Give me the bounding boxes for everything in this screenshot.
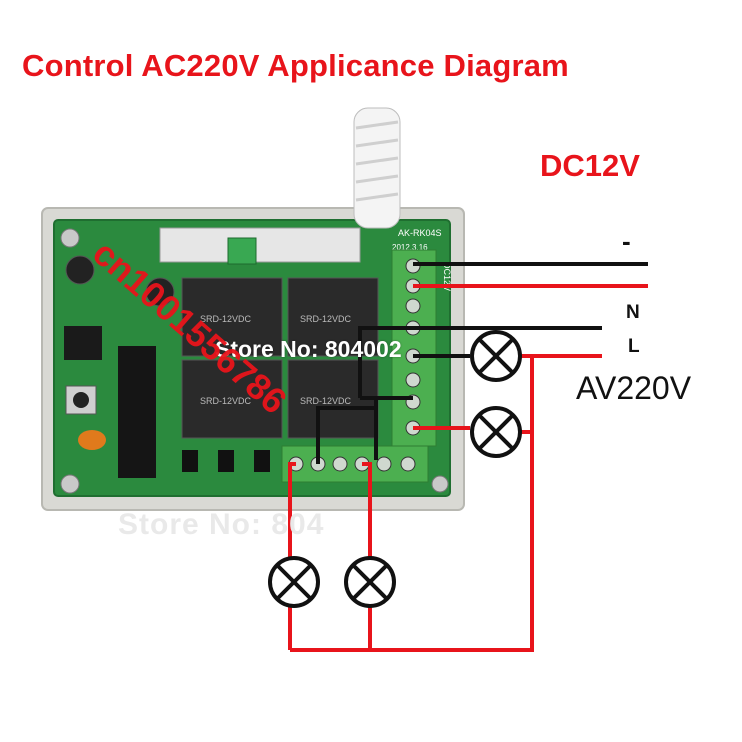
relay-label: SRD-12VDC — [300, 396, 352, 406]
dc-voltage-label: DC12V — [540, 148, 640, 183]
lamp-icon — [470, 330, 522, 382]
relay-label: SRD-12VDC — [200, 314, 252, 324]
store-watermark: Store No: 804002 — [215, 336, 402, 362]
screw-icon — [60, 474, 80, 494]
store-watermark-faded: Store No: 804 — [118, 508, 325, 541]
lamp-icon — [470, 406, 522, 458]
dc-minus-label: - — [622, 226, 631, 256]
relay-label: SRD-12VDC — [200, 396, 252, 406]
ac-voltage-label: AV220V — [576, 370, 692, 406]
wire-neutral — [358, 326, 602, 398]
pushbutton-cap — [73, 392, 89, 408]
lamp-icon — [268, 556, 320, 608]
ic-chip-small — [64, 326, 102, 360]
live-label: L — [628, 336, 640, 357]
screw-icon — [60, 228, 80, 248]
wire-out-lamp-bm — [362, 462, 372, 560]
relay-label: SRD-12VDC — [300, 314, 352, 324]
rf-module — [159, 227, 361, 263]
antenna-icon — [353, 107, 401, 229]
wire-live — [290, 354, 602, 652]
neutral-label: N — [626, 302, 640, 323]
capacitor — [145, 277, 175, 307]
board-model-label: AK-RK04S — [398, 228, 442, 238]
coil — [227, 237, 257, 265]
ceramic-capacitor — [78, 430, 106, 450]
transistor — [182, 450, 198, 472]
ic-chip-main — [118, 346, 156, 478]
header-label: DC12V — [442, 262, 452, 291]
board-date-label: 2012.3.16 — [392, 243, 428, 252]
lamp-icon — [344, 556, 396, 608]
capacitor — [65, 255, 95, 285]
wire-neutral-bottom-2 — [316, 406, 376, 464]
diagram-title: Control AC220V Applicance Diagram — [22, 48, 569, 83]
screw-icon — [431, 475, 449, 493]
terminal-block-bottom — [281, 445, 429, 483]
terminal-block-right — [391, 249, 437, 447]
transistor — [218, 450, 234, 472]
wire-out-lamp-bl — [288, 462, 296, 560]
transistor — [254, 450, 270, 472]
